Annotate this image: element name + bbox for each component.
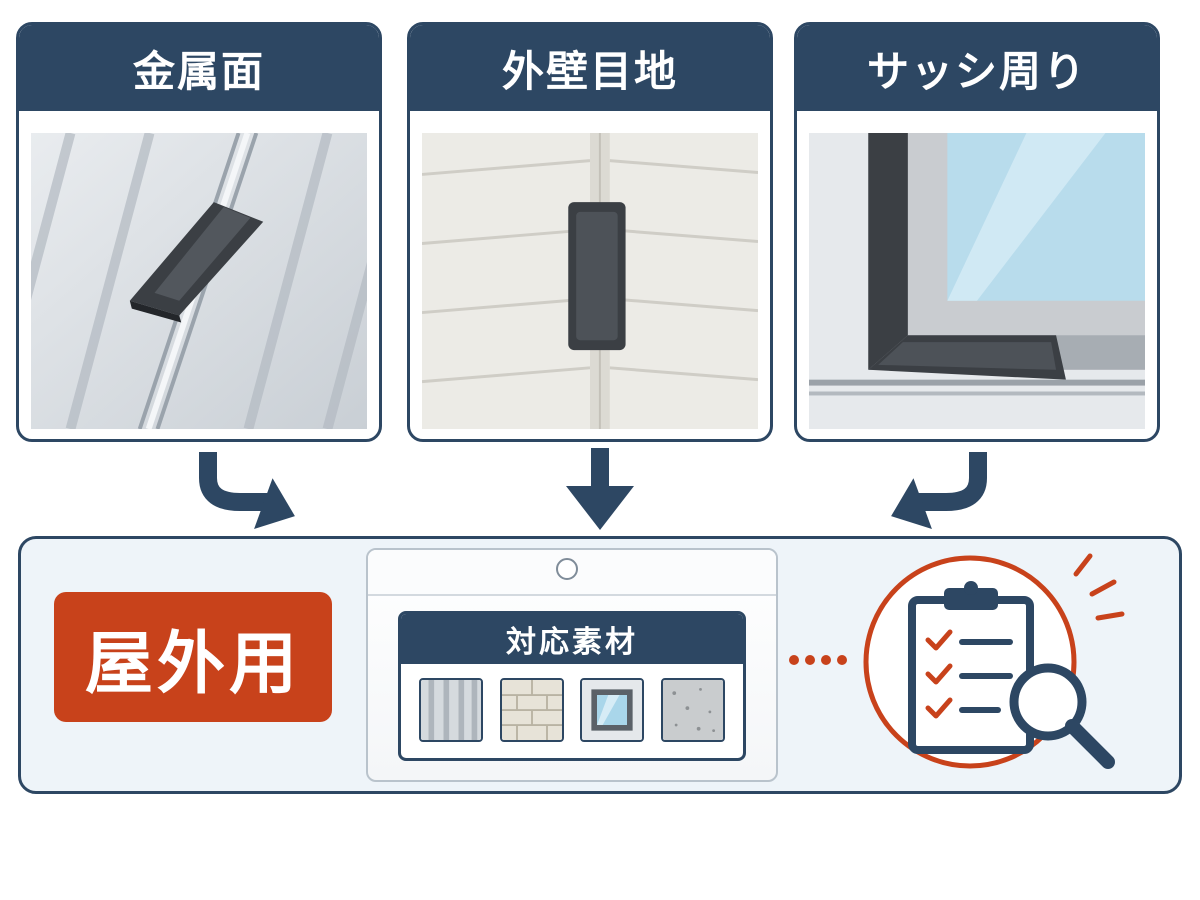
card-metal: 金属面 — [16, 22, 382, 442]
tile-wall-icon — [499, 678, 564, 742]
card-sash: サッシ周り — [794, 22, 1160, 442]
metal-panel-icon — [419, 678, 484, 742]
arrow-down-icon — [566, 448, 634, 530]
window-sash-photo — [809, 133, 1145, 429]
materials-row — [401, 664, 743, 742]
concrete-icon — [660, 678, 725, 742]
card-title-metal: 金属面 — [19, 25, 379, 111]
outdoor-use-badge: 屋外用 — [54, 592, 332, 722]
card-wall-joint: 外壁目地 — [407, 22, 773, 442]
wall-joint-photo — [422, 133, 758, 429]
card-title-sash: サッシ周り — [797, 25, 1157, 111]
inspection-checklist-icon — [863, 553, 1125, 769]
supported-materials-label: 対応素材 — [398, 611, 746, 761]
arrow-curved-right-icon — [199, 452, 295, 529]
window-sash-icon — [580, 678, 645, 742]
package-hanger-strip — [368, 550, 776, 596]
card-title-wall-joint: 外壁目地 — [410, 25, 770, 111]
metal-roof-photo — [31, 133, 367, 429]
arrow-curved-left-icon — [891, 452, 987, 529]
hang-hole-icon — [556, 558, 578, 580]
supported-materials-title: 対応素材 — [401, 614, 743, 664]
dotted-connector-icon — [789, 655, 847, 665]
